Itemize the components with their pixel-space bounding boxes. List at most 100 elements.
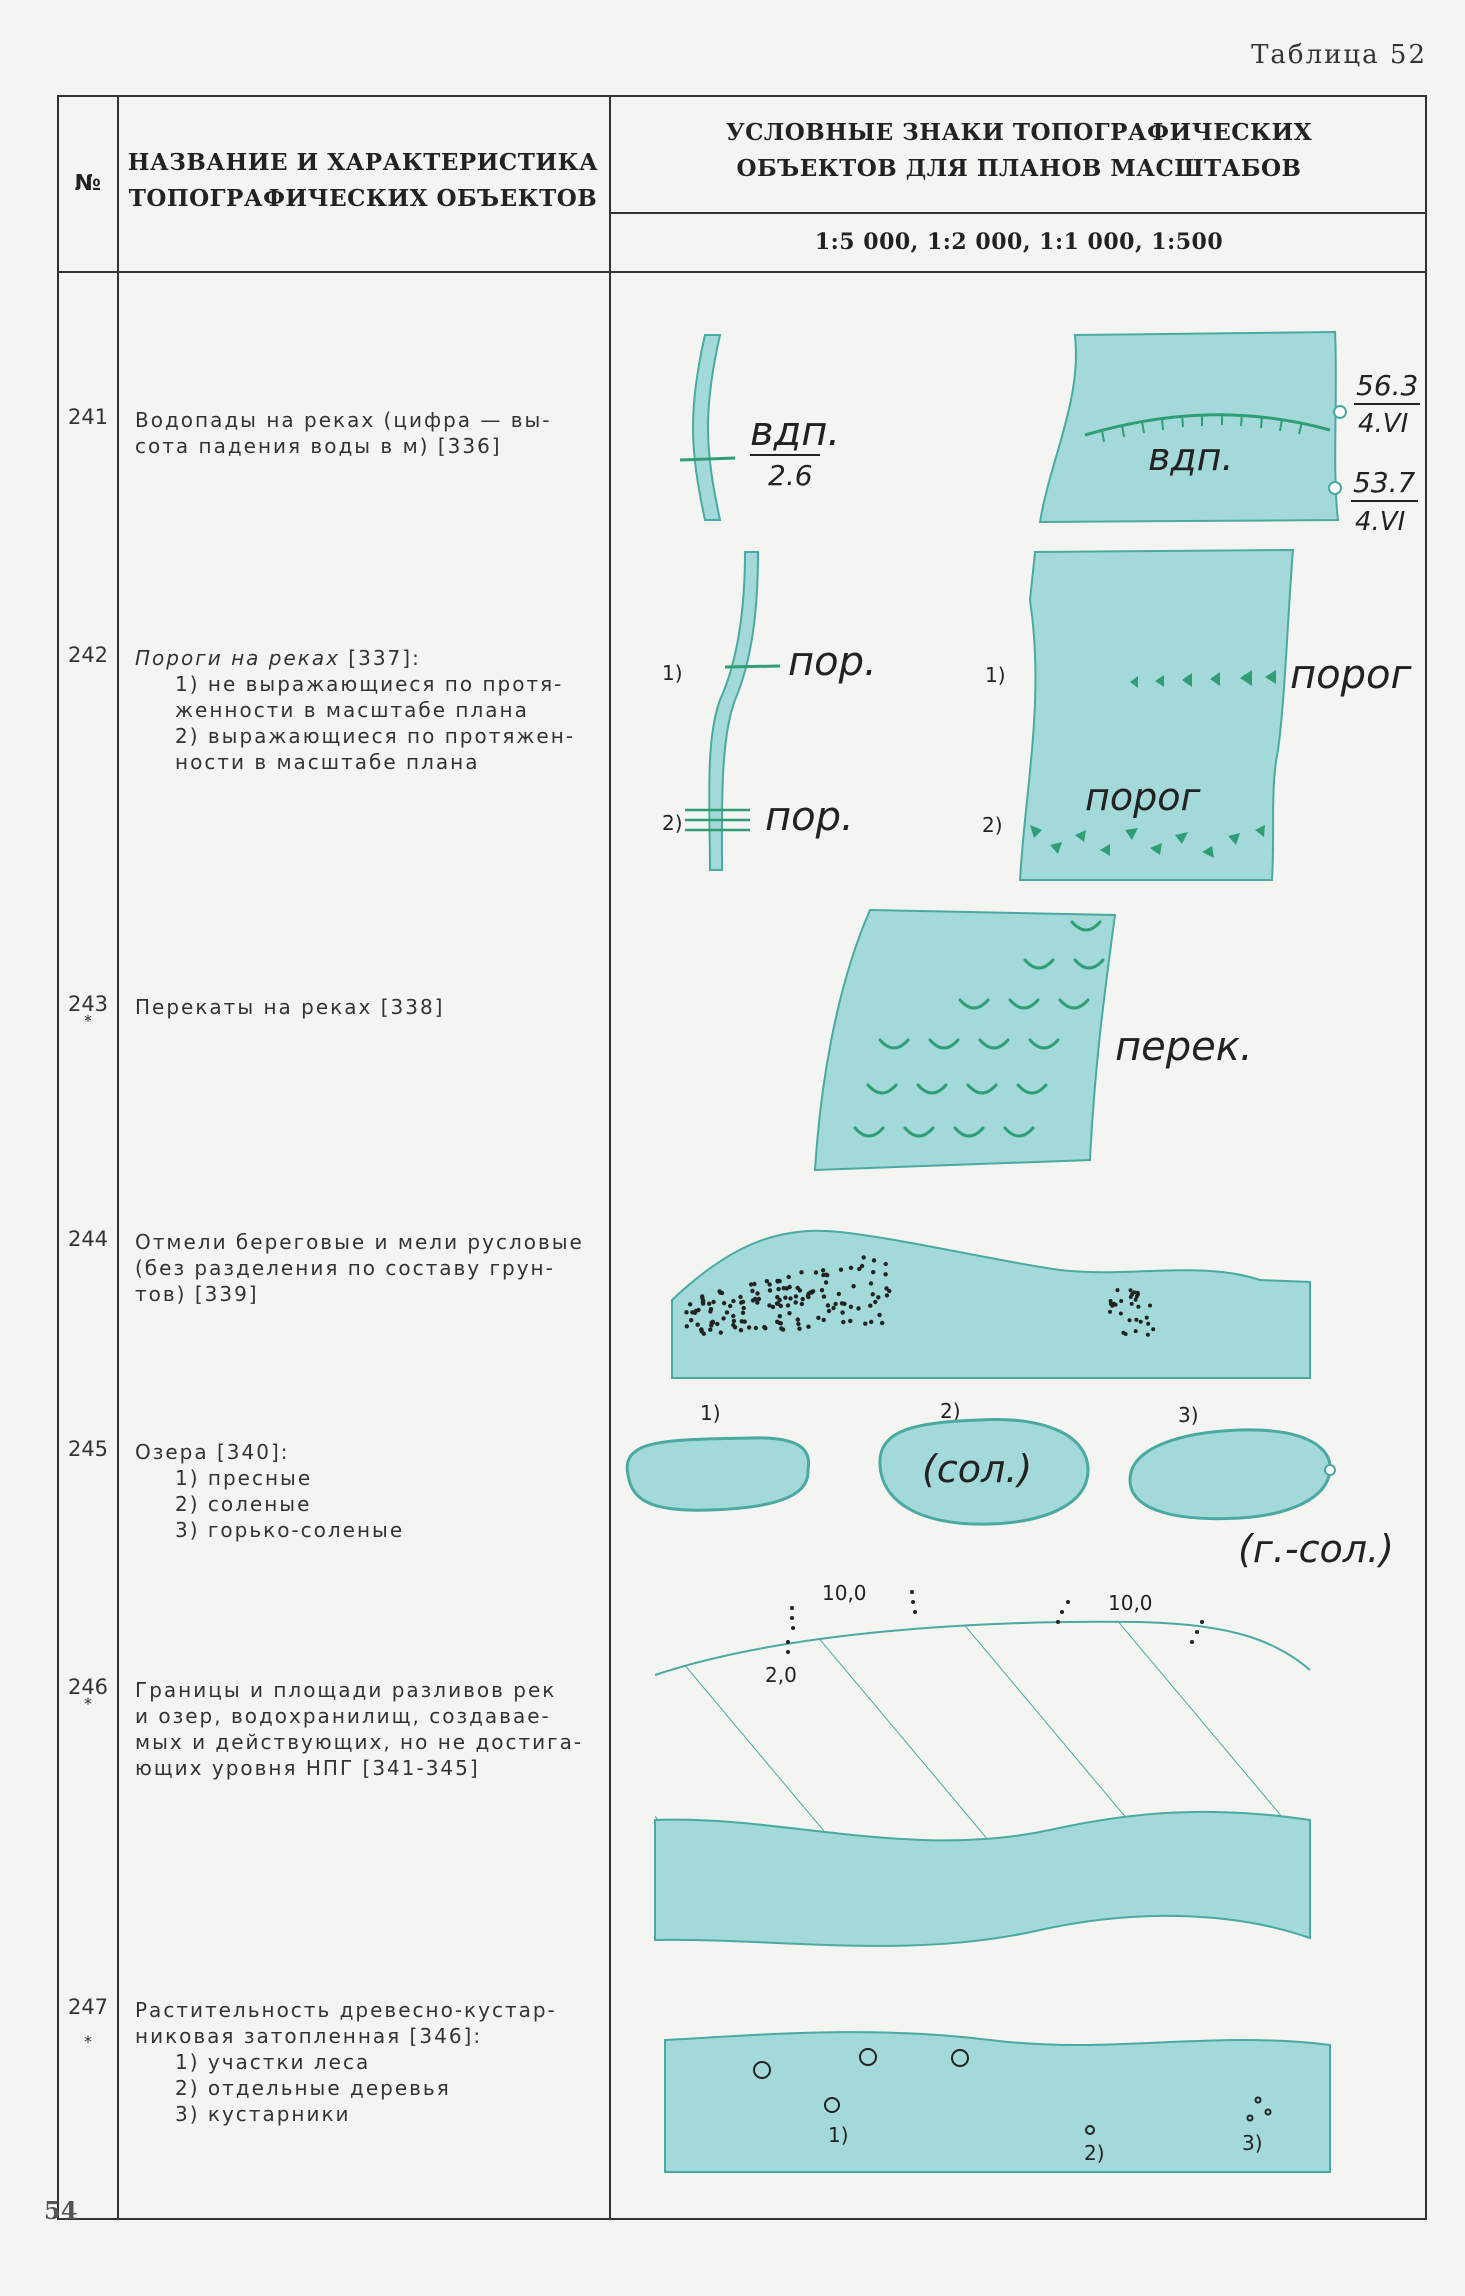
row-242-sub: 2) выражающиеся по протяжен- <box>175 724 576 748</box>
forest-circle <box>859 2048 877 2066</box>
row-243-asterisk: * <box>84 1011 92 1030</box>
row-247-number: 247 * <box>59 1995 117 2051</box>
row-244-number: 244 <box>67 1227 109 1251</box>
symbol-242-rapids: 1) 2) пор. пор. 1) 2) порог порог <box>662 548 1412 881</box>
flood-boundary <box>654 1620 1311 1676</box>
header-name-line1: НАЗВАНИЕ И ХАРАКТЕРИСТИКА <box>127 149 599 176</box>
row-245-description: Озера [340]: 1) пресные 2) соленые 3) го… <box>135 1439 635 1543</box>
forest-circle <box>753 2061 771 2079</box>
symbol-246-flood: 10,0 10,0 2,0 <box>654 1581 1311 1947</box>
row-247-num: 247 <box>67 1995 109 2019</box>
column-divider-num <box>117 97 119 2218</box>
river-wide <box>1018 548 1295 881</box>
label-porog1: порог <box>1290 652 1412 698</box>
row-247-asterisk: * <box>84 2032 92 2051</box>
row-247-sub: 2) отдельные деревья <box>175 2076 451 2100</box>
label-h1: 10,0 <box>822 1581 867 1605</box>
row-243-description: Перекаты на реках [338] <box>135 994 635 1020</box>
header-symbols-line1: УСЛОВНЫЕ ЗНАКИ ТОПОГРАФИЧЕСКИХ <box>725 119 1313 146</box>
row-241-line: сота падения воды в м) [336] <box>135 434 502 458</box>
lake-salt <box>878 1418 1090 1526</box>
row-246-asterisk: * <box>84 1694 92 1713</box>
header-scales: 1:5 000, 1:2 000, 1:1 000, 1:500 <box>814 229 1224 255</box>
row-246-line: мых и действующих, но не достига- <box>135 1730 584 1754</box>
label-n1b: 1) <box>985 663 1006 687</box>
label-n2: 2) <box>662 811 683 835</box>
row-246-description: Границы и площади разливов рек и озер, в… <box>135 1677 635 1781</box>
river-water <box>654 1810 1311 1947</box>
label-mark1-bot: 4.VI <box>1358 409 1408 439</box>
symbol-245-lakes: 1) 2) 3) (сол.) (г.-сол.) <box>625 1399 1394 1571</box>
row-247-line: Растительность древесно-кустар- <box>135 1998 557 2022</box>
label-por2: пор. <box>765 794 854 840</box>
label-n2: 2) <box>940 1399 961 1423</box>
symbols-illustration: вдп. 2.6 вдп. 56.3 4.VI 53.7 4.VI <box>625 330 1420 2173</box>
header-sub-divider <box>609 212 1425 214</box>
row-241-number: 241 <box>67 405 109 429</box>
row-243-number: 243 * <box>59 992 117 1030</box>
shrub-circle <box>1246 2114 1254 2122</box>
row-242-ref: [337]: <box>339 646 421 670</box>
row-246-line: Границы и площади разливов рек <box>135 1678 557 1702</box>
waterfall-mark <box>679 456 736 462</box>
row-244-line: тов) [339] <box>135 1282 259 1306</box>
symbol-241-waterfall: вдп. 2.6 вдп. 56.3 4.VI 53.7 4.VI <box>679 330 1420 537</box>
flooded-area <box>664 2031 1331 2173</box>
row-242-sub: женности в масштабе плана <box>175 698 529 722</box>
row-242-title: Пороги на реках <box>135 646 340 670</box>
label-mark1-top: 56.3 <box>1356 369 1418 402</box>
label-vdp-big: вдп. <box>1148 435 1234 479</box>
river-reach <box>813 908 1117 1172</box>
row-245-sub: 2) соленые <box>175 1492 312 1516</box>
label-mark2-bot: 4.VI <box>1355 507 1405 537</box>
column-divider-name <box>609 97 611 2218</box>
lake-fresh <box>625 1436 810 1512</box>
row-241-description: Водопады на реках (цифра — вы- сота паде… <box>135 407 635 459</box>
header-name: НАЗВАНИЕ И ХАРАКТЕРИСТИКА ТОПОГРАФИЧЕСКИ… <box>119 145 607 216</box>
forest-circle <box>951 2049 969 2067</box>
row-244-line: Отмели береговые и мели русловые <box>135 1230 584 1254</box>
shrub-circle <box>1264 2108 1272 2116</box>
row-241-line: Водопады на реках (цифра — вы- <box>135 408 552 432</box>
symbol-243-riffles: перек. <box>813 908 1253 1172</box>
row-246-number: 246 * <box>59 1675 117 1713</box>
river-narrow <box>708 551 760 871</box>
label-mark2-top: 53.7 <box>1353 466 1416 499</box>
row-245-number: 245 <box>67 1437 109 1461</box>
label-n3: 3) <box>1242 2131 1263 2155</box>
row-242-sub: 1) не выражающиеся по протя- <box>175 672 564 696</box>
forest-circle <box>824 2097 840 2113</box>
table-caption: Таблица 52 <box>1251 40 1427 70</box>
label-vdp: вдп. <box>750 409 840 455</box>
shrub-circle <box>1254 2096 1262 2104</box>
table-frame: № НАЗВАНИЕ И ХАРАКТЕРИСТИКА ТОПОГРАФИЧЕС… <box>57 95 1427 2220</box>
row-245-sub: 3) горько-соленые <box>175 1518 405 1542</box>
row-247-sub: 1) участки леса <box>175 2050 371 2074</box>
row-246-line: ющих уровня НПГ [341-345] <box>135 1756 480 1780</box>
label-n1: 1) <box>828 2123 849 2147</box>
row-242-sub: ности в масштабе плана <box>175 750 480 774</box>
tree-circle <box>1085 2125 1095 2135</box>
symbol-244-shoals <box>671 1229 1311 1379</box>
header-num: № <box>74 171 102 196</box>
label-gsol: (г.-сол.) <box>1238 1527 1394 1571</box>
row-242-number: 242 <box>67 643 109 667</box>
row-243-line: Перекаты на реках [338] <box>135 995 445 1019</box>
label-n3: 3) <box>1178 1403 1199 1427</box>
row-247-sub: 3) кустарники <box>175 2102 351 2126</box>
page-number: 54 <box>44 2196 78 2225</box>
row-247-line: никовая затопленная [346]: <box>135 2024 483 2048</box>
header-symbols-line2: ОБЪЕКТОВ ДЛЯ ПЛАНОВ МАСШТАБОВ <box>736 154 1302 182</box>
row-242-description: Пороги на реках [337]: 1) не выражающиес… <box>135 645 635 775</box>
row-246-num: 246 <box>67 1675 109 1699</box>
label-n1: 1) <box>700 1401 721 1425</box>
label-n2: 2) <box>1084 2141 1105 2165</box>
row-247-description: Растительность древесно-кустар- никовая … <box>135 1997 635 2127</box>
row-244-description: Отмели береговые и мели русловые (без ра… <box>135 1229 635 1307</box>
river-wide <box>1038 330 1340 524</box>
label-sol: (сол.) <box>922 1447 1032 1491</box>
row-243-num: 243 <box>67 992 109 1016</box>
header-name-line2: ТОПОГРАФИЧЕСКИХ ОБЪЕКТОВ <box>128 184 598 212</box>
label-height: 2.6 <box>768 459 813 492</box>
label-perek: перек. <box>1115 1024 1253 1070</box>
